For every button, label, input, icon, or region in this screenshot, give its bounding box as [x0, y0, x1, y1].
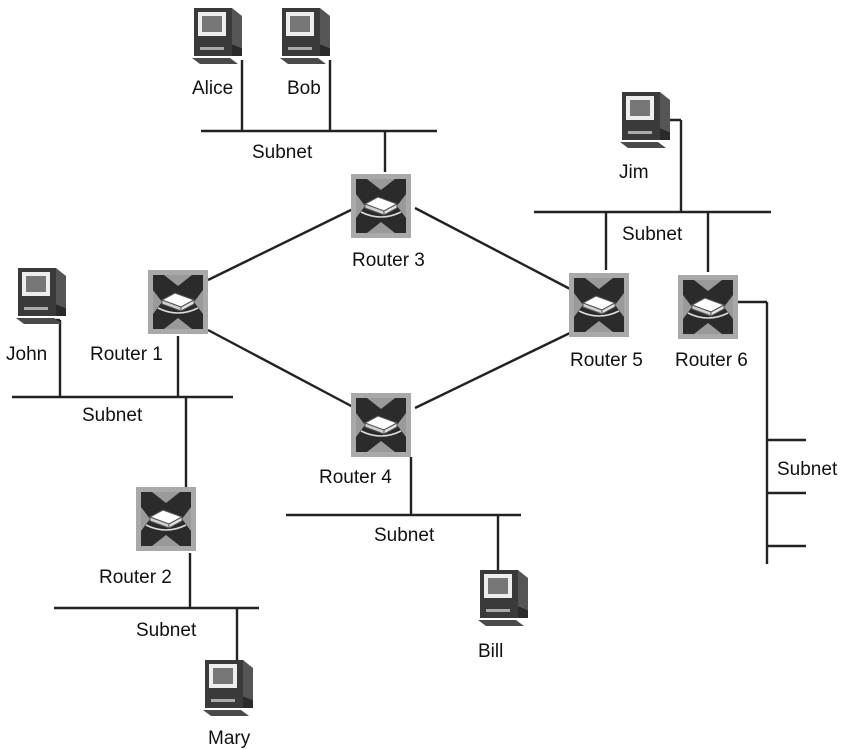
router-3-label: Router 3: [352, 250, 425, 271]
jim-label: Jim: [619, 162, 649, 183]
subnet-label-mary: Subnet: [136, 620, 197, 641]
router-6-icon: [677, 274, 739, 340]
john-label: John: [6, 344, 47, 365]
mary-computer-icon: [203, 660, 253, 716]
bill-label: Bill: [478, 641, 503, 662]
router-2-label: Router 2: [99, 567, 172, 588]
mary-label: Mary: [208, 728, 251, 749]
subnet-label-john: Subnet: [82, 405, 143, 426]
router-4-icon: [350, 392, 412, 458]
bob-label: Bob: [287, 78, 321, 99]
bill-computer-icon: [478, 570, 528, 626]
alice-label: Alice: [192, 78, 233, 99]
jim-computer-icon: [620, 92, 670, 148]
subnet-label-jim: Subnet: [622, 224, 683, 245]
router-1-label: Router 1: [90, 344, 163, 365]
alice-computer-icon: [192, 8, 242, 64]
john-computer-icon: [16, 268, 66, 324]
subnet-label-right: Subnet: [777, 459, 838, 480]
bob-computer-icon: [280, 8, 330, 64]
router-4-label: Router 4: [319, 467, 392, 488]
router-6-label: Router 6: [675, 350, 748, 371]
router-5-label: Router 5: [570, 350, 643, 371]
router-3-icon: [350, 173, 412, 239]
subnet-label-bill: Subnet: [374, 525, 435, 546]
router-2-icon: [135, 486, 197, 552]
network-links: [12, 60, 806, 660]
subnet-label-top: Subnet: [252, 142, 313, 163]
router-5-icon: [568, 272, 630, 338]
router-1-icon: [147, 269, 209, 335]
labels: Router 1 Router 2 Router 3 Router 4 Rout…: [6, 78, 838, 749]
